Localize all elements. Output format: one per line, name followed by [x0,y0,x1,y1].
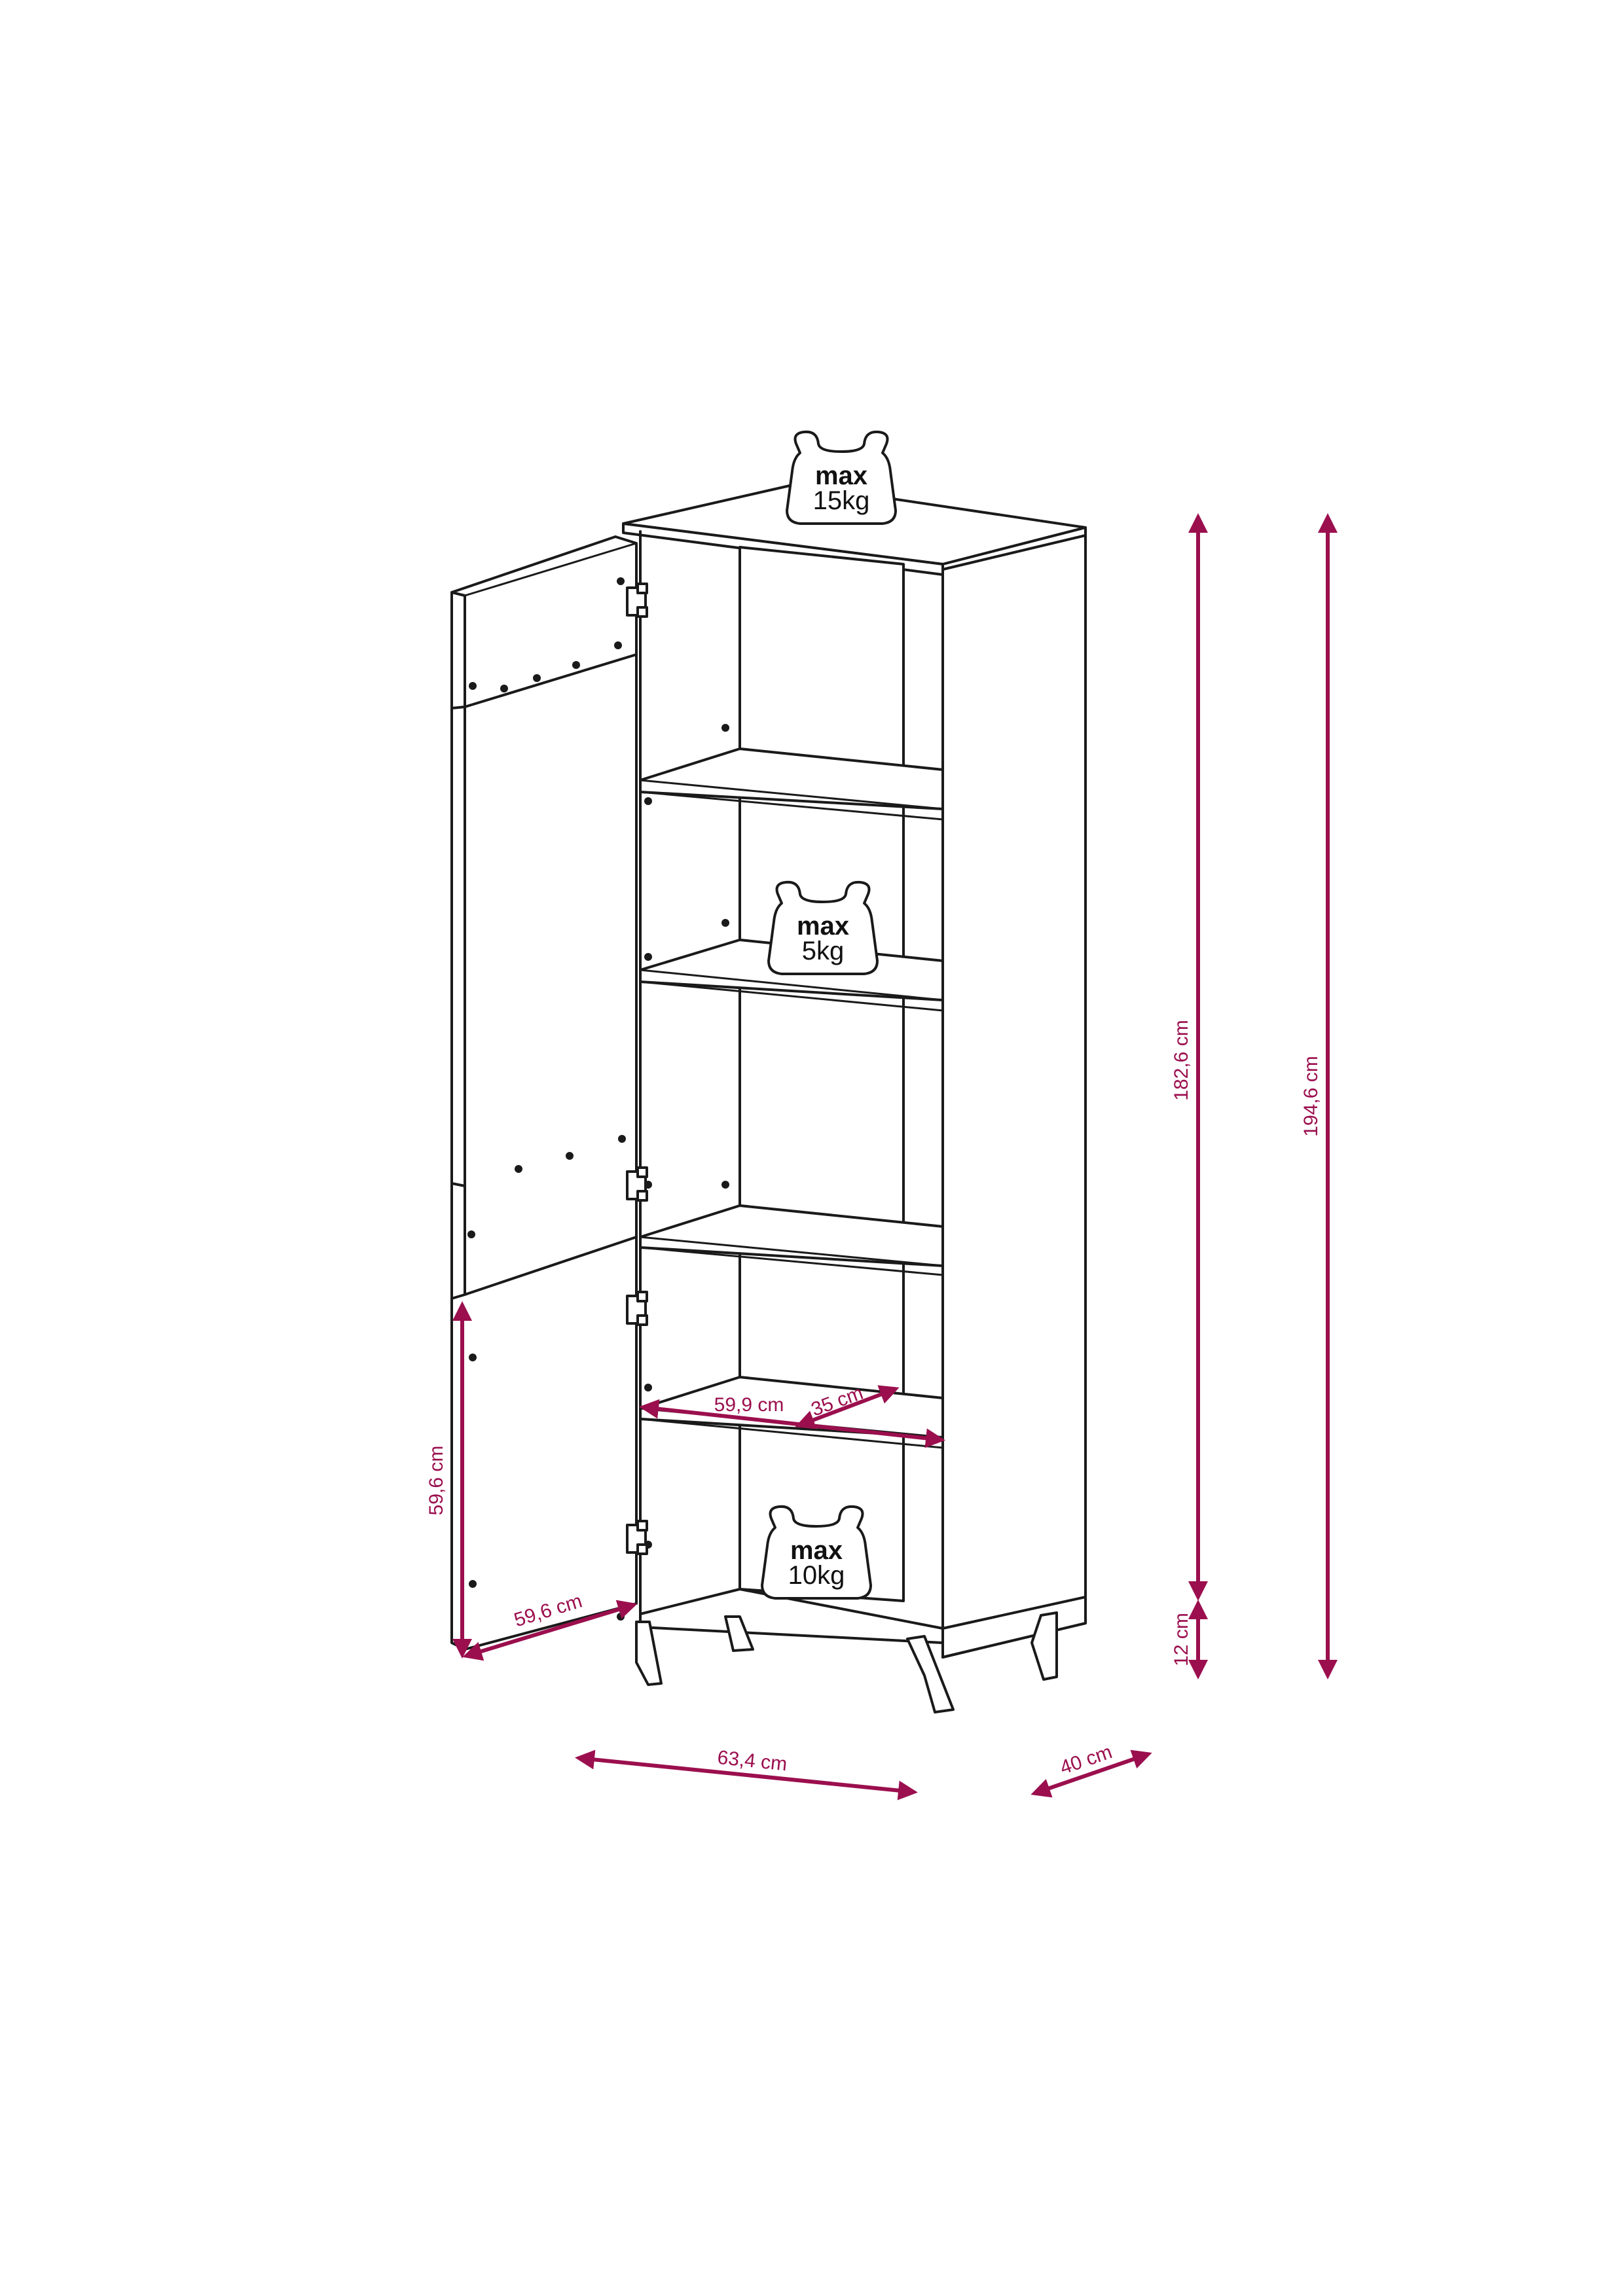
back-panel [739,546,905,1602]
weight-icon [767,880,879,975]
cabinet-body [622,483,1087,1659]
dim-height-total-label: 194,6 cm [1300,1056,1322,1136]
hinge-icon [626,1291,648,1326]
hinges [626,583,648,1555]
shelf-1 [639,747,944,810]
hinge-icon [626,583,648,618]
weight-label: max [790,1536,843,1565]
hinge-icon [626,1166,648,1202]
open-door [450,535,638,1651]
dim-door-height: 59,6 cm [426,1301,472,1659]
dim-depth-label: 40 cm [1057,1741,1115,1779]
dim-shelf-width-label: 59,9 cm [714,1394,784,1416]
right-side-panel [941,534,1087,1659]
weight-value: 10kg [788,1561,845,1590]
leg-front-middle [906,1635,955,1713]
weight-icon-shelf: max 5kg [767,880,879,975]
door-glass [464,653,638,1296]
weight-value: 15kg [813,486,870,515]
dim-height-body: 182,6 cm [1171,513,1208,1601]
leg-back-right [1030,1611,1058,1681]
dim-height-legs: 12 cm [1171,1600,1208,1679]
shelf-3 [639,1204,944,1267]
legs [635,1611,1058,1713]
dim-height-legs-label: 12 cm [1171,1613,1192,1666]
hinge-icon [626,1520,648,1555]
weight-icon-top: max 15kg [786,430,897,525]
dim-shelf-width: 59,9 cm [639,1394,945,1448]
weight-icon [786,430,897,525]
dim-width-label: 63,4 cm [716,1747,788,1776]
weight-icon-bottom: max 10kg [761,1505,872,1600]
leg-back-left [724,1615,754,1652]
weight-label: max [815,461,867,490]
dim-height-body-label: 182,6 cm [1171,1020,1192,1100]
dim-width: 63,4 cm [575,1747,918,1801]
dim-height-total: 194,6 cm [1300,513,1338,1679]
weight-label: max [797,912,849,941]
dim-depth: 40 cm [1030,1741,1152,1798]
dim-door-height-label: 59,6 cm [426,1446,447,1516]
leg-front-left [635,1621,663,1686]
weight-icon [761,1505,872,1600]
weight-value: 5kg [802,937,845,965]
